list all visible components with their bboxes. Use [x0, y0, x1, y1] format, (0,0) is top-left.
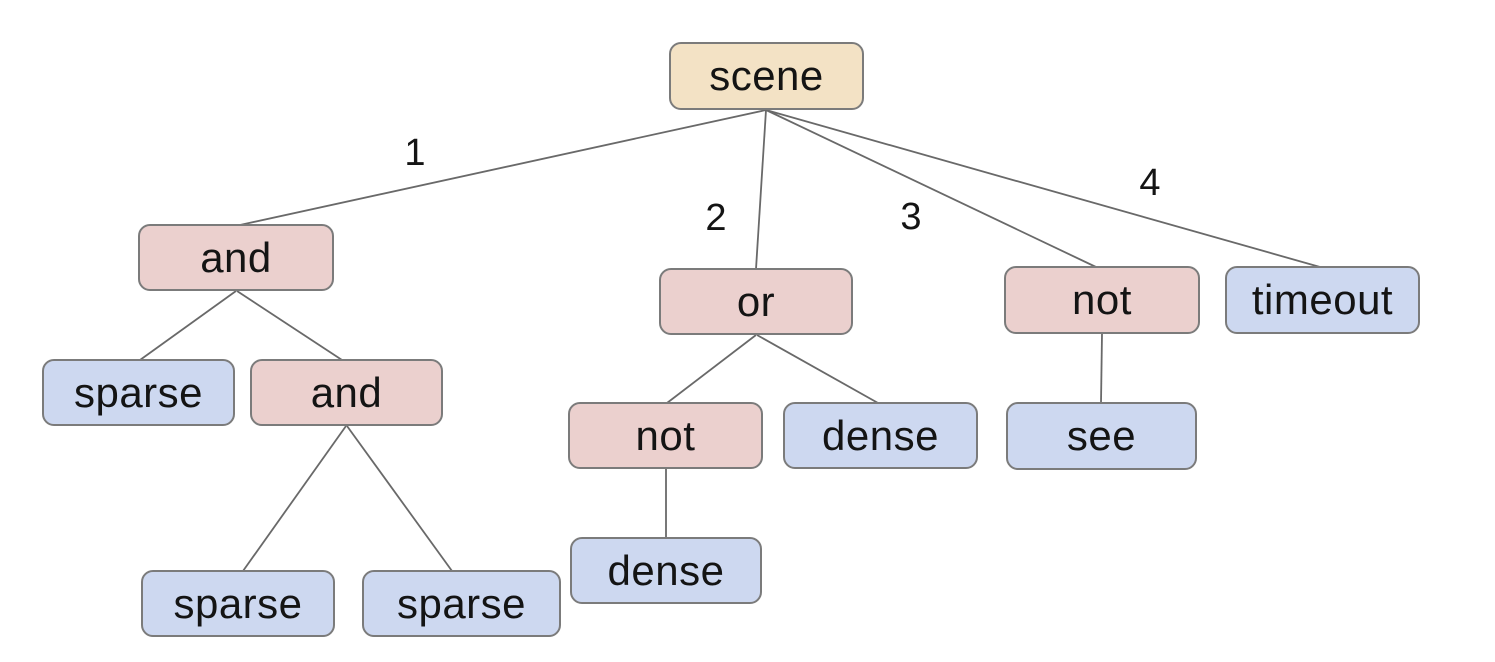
node-sparse-1: sparse	[42, 359, 235, 426]
edge-or-dense1	[756, 334, 879, 404]
edge-and1-sparse1	[139, 290, 237, 361]
node-timeout: timeout	[1225, 266, 1420, 334]
edge-not1-see	[1100, 333, 1103, 404]
edge-label-2: 2	[705, 197, 727, 239]
edge-label-4: 4	[1139, 162, 1161, 204]
edge-scene-not1	[765, 109, 1097, 268]
edge-scene-or	[755, 109, 767, 270]
edge-scene-timeout	[765, 109, 1321, 268]
edge-or-not2	[666, 334, 757, 404]
edge-and2-sparse2	[242, 425, 347, 572]
edge-label-1: 1	[404, 132, 426, 174]
edge-and2-sparse3	[346, 425, 453, 572]
node-sparse-2: sparse	[141, 570, 335, 637]
node-sparse-3: sparse	[362, 570, 561, 637]
node-or: or	[659, 268, 853, 335]
node-and-2: and	[250, 359, 443, 426]
node-not-1: not	[1004, 266, 1200, 334]
node-scene: scene	[669, 42, 864, 110]
node-and-1: and	[138, 224, 334, 291]
edge-scene-and1	[239, 109, 767, 226]
node-dense-2: dense	[570, 537, 762, 604]
edge-label-3: 3	[900, 196, 922, 238]
node-not-2: not	[568, 402, 763, 469]
node-dense-1: dense	[783, 402, 978, 469]
edge-and1-and2	[236, 290, 343, 361]
node-see: see	[1006, 402, 1197, 470]
